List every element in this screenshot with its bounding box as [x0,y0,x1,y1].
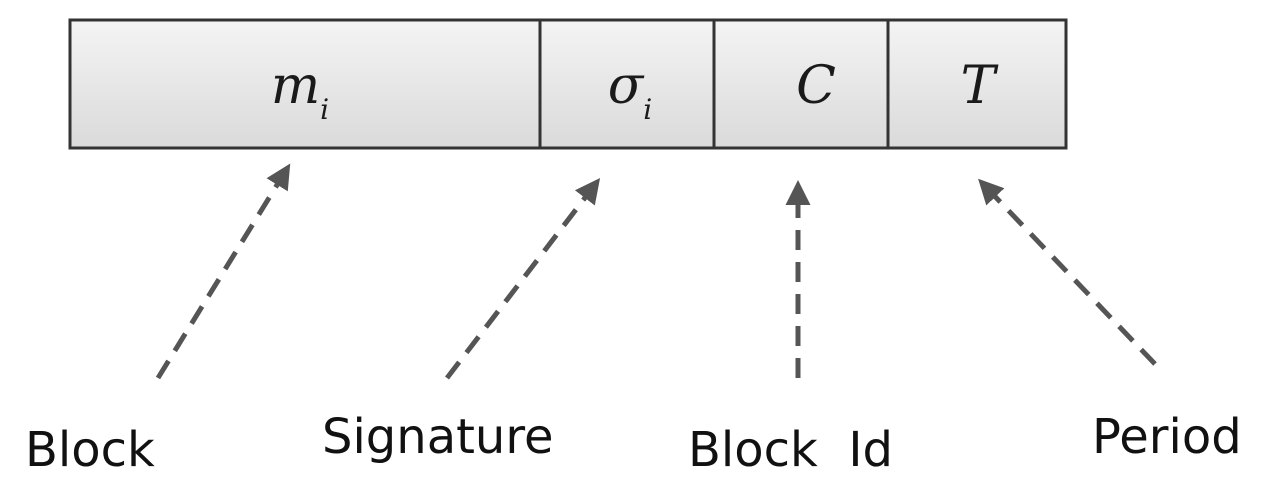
record-bar [68,18,1068,150]
cell-period [886,18,1068,150]
label-block: Block [25,422,155,478]
cell-block-symbol: mi [271,56,329,126]
cell-signature [538,18,716,150]
cell-block-id-symbol: C [796,56,836,116]
arrow-block [155,163,291,380]
arrow-signature [445,178,601,380]
cell-period-symbol: T [961,56,999,116]
arrow-period [978,178,1157,366]
label-block-id: Block Id [688,422,893,478]
cell-signature-symbol: σi [608,56,652,126]
cell-block [68,18,542,150]
cell-block-id [712,18,890,150]
label-period: Period [1092,409,1242,465]
label-signature: Signature [322,409,554,465]
